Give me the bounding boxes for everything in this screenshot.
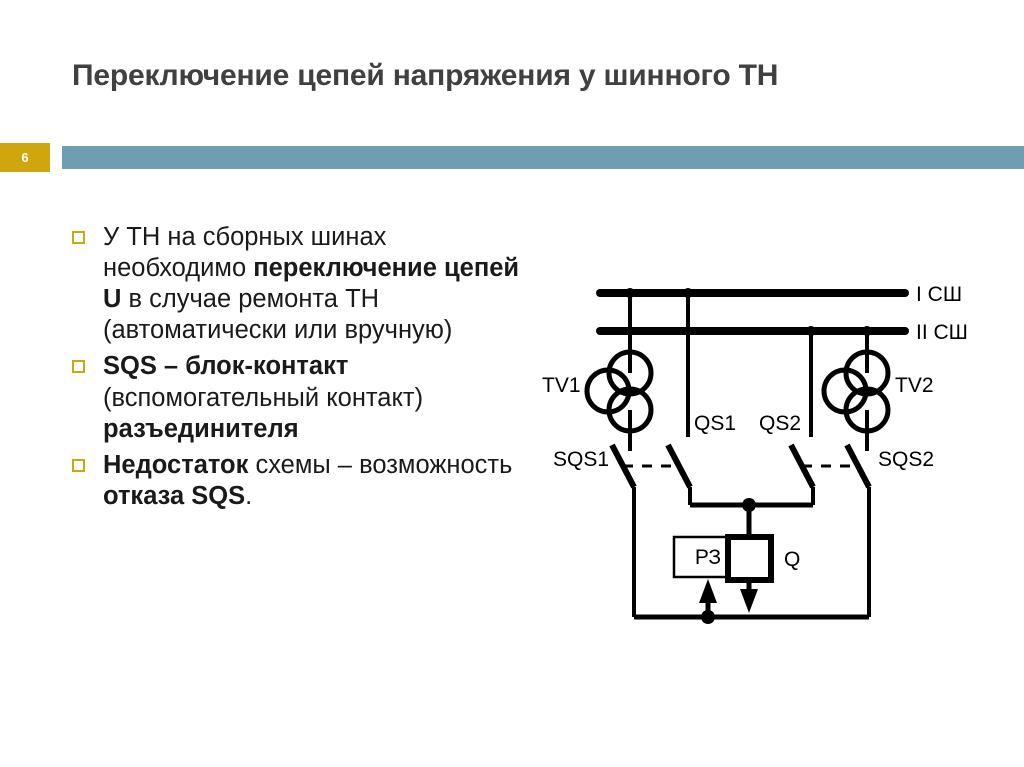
bullet-segment: схемы – возможность [248, 450, 513, 479]
qs1-blade [665, 443, 693, 489]
square-bullet-icon [72, 231, 85, 244]
busbar-2-label: II СШ [916, 321, 968, 344]
bullet-segment-bold: Недостаток [103, 450, 249, 479]
tv1-symbol [584, 349, 654, 434]
bullet-segment: У ТН на сборных шинах необходимо [103, 223, 387, 283]
bus1-tv1-junction-dot [625, 288, 635, 298]
sqs2-blade [844, 443, 872, 489]
slide-number-badge: 6 [0, 143, 50, 172]
bus2-tv2-junction-dot [862, 326, 872, 336]
header-accent-bar [62, 146, 1024, 169]
bullet-segment-bold: переключение цепей U [103, 254, 520, 314]
sqs2-label: SQS2 [878, 448, 934, 471]
tv2-symbol [821, 349, 891, 434]
bullet-segment-bold: разъединителя [103, 414, 299, 443]
relay-input-arrow-head [699, 579, 717, 603]
bullet-segment: в случае ремонта ТН (автоматически или в… [103, 285, 453, 345]
breaker-trip-arrow-head [740, 589, 758, 613]
busbar-1-label: I СШ [916, 283, 962, 306]
square-bullet-icon [72, 360, 85, 374]
bullet-segment-bold: отказа SQS [103, 481, 246, 510]
bus2-qs2-junction-dot [806, 326, 816, 336]
square-bullet-icon [72, 458, 85, 472]
relay-bottom-junction-dot [701, 610, 715, 624]
bullet-text: Недостаток схемы – возможность отказа SQ… [103, 450, 532, 512]
bullet-text: У ТН на сборных шинах необходимо переклю… [103, 222, 532, 346]
sqs1-label: SQS1 [553, 448, 609, 471]
list-item: У ТН на сборных шинах необходимо переклю… [72, 222, 532, 346]
bus1-qs1-junction-dot [683, 288, 693, 298]
breaker-coil-box [725, 534, 774, 583]
slide-number-label: 6 [21, 150, 29, 165]
bullet-segment: (вспомогательный контакт) [103, 383, 424, 412]
bullet-segment: . [245, 481, 253, 510]
qs1-label: QS1 [694, 412, 736, 435]
list-item: SQS – блок-контакт (вспомогательный конт… [72, 351, 532, 444]
relay-protection-label: РЗ [695, 546, 721, 569]
page-title: Переключение цепей напряжения у шинного … [72, 59, 779, 92]
bullet-list: У ТН на сборных шинах необходимо переклю… [72, 222, 532, 517]
qs2-label: QS2 [759, 412, 801, 435]
bullet-text: SQS – блок-контакт (вспомогательный конт… [103, 351, 532, 444]
tv1-label: TV1 [542, 374, 581, 397]
tv2-label: TV2 [895, 374, 934, 397]
breaker-label: Q [784, 548, 800, 571]
bullet-segment-bold: SQS – блок-контакт [103, 352, 349, 381]
list-item: Недостаток схемы – возможность отказа SQ… [72, 450, 532, 512]
circuit-diagram: РЗ I СШ II СШ TV1 TV2 QS1 QS2 SQS1 SQS2 … [520, 255, 1024, 655]
